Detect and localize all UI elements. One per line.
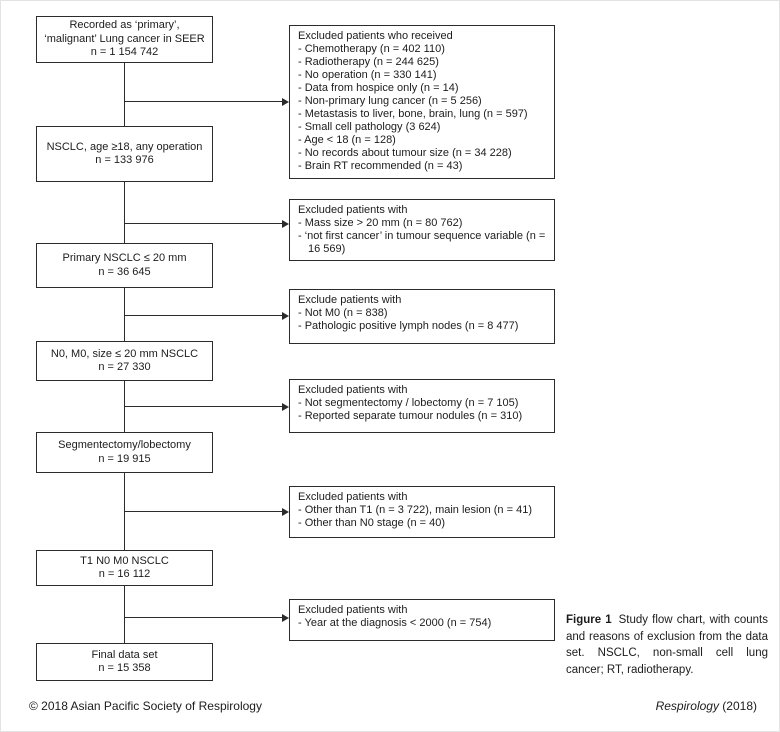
flow-box-count: n = 36 645 [98,265,151,278]
exclusion-box-m0-lymph: Exclude patients with - Not M0 (n = 838)… [289,289,555,344]
flow-box-count: n = 27 330 [98,361,151,373]
flow-box-line: T1 N0 M0 NSCLC [80,554,169,567]
exclusion-title: Excluded patients with [298,384,408,396]
exclusion-item: - Brain RT recommended (n = 43) [298,160,463,172]
exclusion-item: - Data from hospice only (n = 14) [298,82,459,94]
exclusion-arrow-1 [124,97,289,106]
exclusion-item: - Not M0 (n = 838) [298,307,388,319]
flow-box-t1-n0-m0: T1 N0 M0 NSCLC n = 16 112 [36,550,213,586]
flow-box-line: Primary NSCLC ≤ 20 mm [62,252,187,264]
flow-box-line: Recorded as ‘primary’, [69,19,180,32]
exclusion-item: - No operation (n = 330 141) [298,69,437,81]
flow-box-count: n = 1 154 742 [90,46,159,59]
exclusion-title: Excluded patients with [298,204,408,216]
exclusion-title: Excluded patients with [298,604,408,616]
exclusion-item: - Mass size > 20 mm (n = 80 762) [298,217,463,229]
journal-reference: Respirology (2018) [656,699,757,713]
figure-caption-text: Study flow chart, with counts and reason… [566,614,768,676]
exclusion-arrow-3 [124,311,289,320]
flow-box-final-data-set: Final data set n = 15 358 [36,643,213,681]
exclusion-title: Exclude patients with [298,294,402,306]
exclusion-item: - Not segmentectomy / lobectomy (n = 7 1… [298,397,519,409]
exclusion-arrow-4 [124,402,289,411]
flow-box-line: NSCLC, age ≥18, any operation [46,140,203,153]
flow-box-count: n = 19 915 [98,452,151,465]
exclusion-arrow-2 [124,219,289,228]
figure-caption-label: Figure 1 [566,614,612,626]
exclusion-arrow-5 [124,507,289,516]
exclusion-box-treatments: Excluded patients who received - Chemoth… [289,25,555,179]
exclusion-box-stage: Excluded patients with - Other than T1 (… [289,486,555,538]
exclusion-item: - Non-primary lung cancer (n = 5 256) [298,95,482,107]
exclusion-item: - Radiotherapy (n = 244 625) [298,56,439,68]
connector-vertical-1 [124,63,125,126]
flow-box-line: N0, M0, size ≤ 20 mm NSCLC [50,347,199,360]
exclusion-item: - Chemotherapy (n = 402 110) [298,43,445,55]
exclusion-title: Excluded patients with [298,491,408,503]
exclusion-item: - ‘not first cancer’ in tumour sequence … [298,230,546,255]
exclusion-box-diagnosis-year: Excluded patients with - Year at the dia… [289,599,555,641]
flow-box-line: ‘malignant’ Lung cancer in SEER [44,32,205,45]
exclusion-item: - Pathologic positive lymph nodes (n = 8… [298,320,519,332]
flow-box-count: n = 133 976 [95,154,154,166]
flow-box-n0-m0-20mm: N0, M0, size ≤ 20 mm NSCLC n = 27 330 [36,341,213,381]
exclusion-arrow-6 [124,613,289,622]
journal-year: (2018) [718,699,757,713]
exclusion-box-surgery-type: Excluded patients with - Not segmentecto… [289,379,555,433]
exclusion-title: Excluded patients who received [298,30,453,42]
flow-box-seer-cohort: Recorded as ‘primary’, ‘malignant’ Lung … [36,16,213,63]
exclusion-item: - No records about tumour size (n = 34 2… [298,147,512,159]
flow-box-line: Final data set [91,648,158,661]
exclusion-item: - Other than N0 stage (n = 40) [298,517,446,529]
flow-box-count: n = 16 112 [98,568,151,580]
flow-box-primary-nsclc-20mm: Primary NSCLC ≤ 20 mm n = 36 645 [36,243,213,288]
exclusion-item: - Age < 18 (n = 128) [298,134,396,146]
journal-name: Respirology [655,699,719,713]
copyright-notice: © 2018 Asian Pacific Society of Respirol… [29,699,262,713]
exclusion-item: - Reported separate tumour nodules (n = … [298,410,523,422]
connector-vertical-3 [124,288,125,341]
exclusion-item: - Metastasis to liver, bone, brain, lung… [298,108,528,120]
exclusion-item: - Other than T1 (n = 3 722), main lesion… [298,504,532,516]
exclusion-item: - Small cell pathology (3 624) [298,121,441,133]
connector-vertical-6 [124,586,125,643]
exclusion-item: - Year at the diagnosis < 2000 (n = 754) [298,617,492,629]
flow-box-nsclc-any-operation: NSCLC, age ≥18, any operation n = 133 97… [36,126,213,182]
exclusion-box-mass-size: Excluded patients with - Mass size > 20 … [289,199,555,261]
flow-box-segmentectomy-lobectomy: Segmentectomy/lobectomy n = 19 915 [36,432,213,473]
flow-box-count: n = 15 358 [98,662,151,674]
connector-vertical-2 [124,182,125,243]
flow-box-line: Segmentectomy/lobectomy [58,439,191,451]
